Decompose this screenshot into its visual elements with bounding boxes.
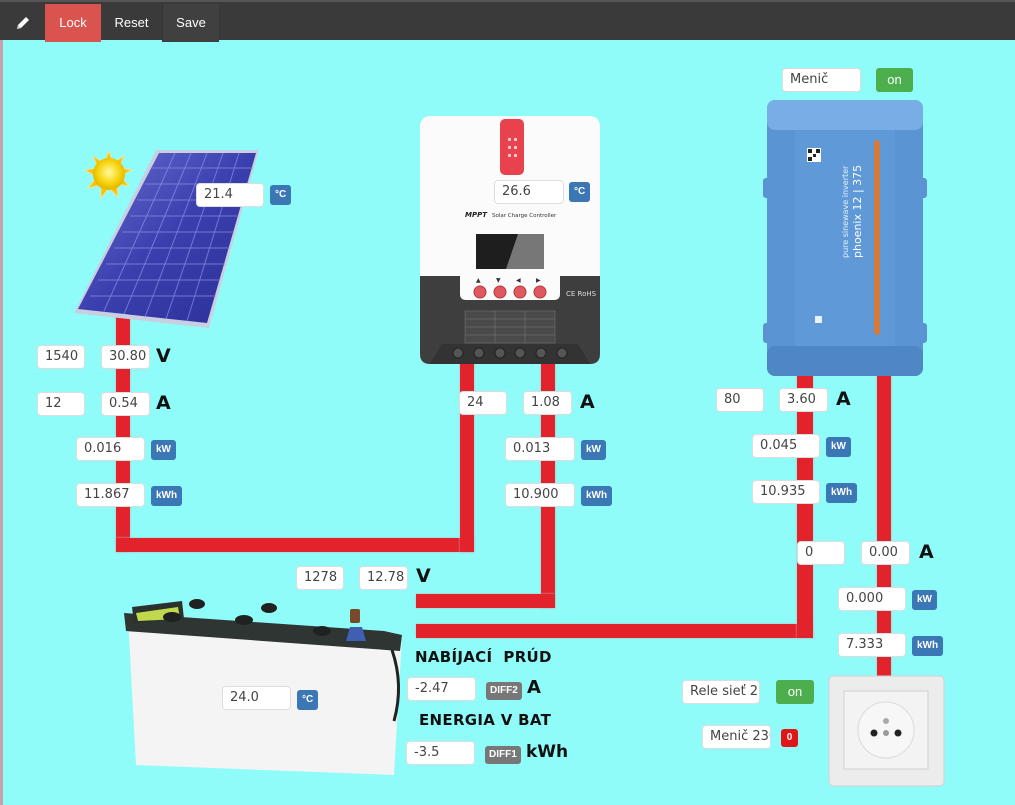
relay-name-field[interactable]: Rele sieť 230 [682, 680, 760, 704]
charge-current-field[interactable]: -2.47 [407, 677, 476, 701]
inverter230-status-badge: 0 [781, 729, 798, 747]
solar-power-unit: kW [151, 440, 176, 460]
output-current-unit: A [919, 541, 934, 563]
controller-energy-field[interactable]: 10.900 [505, 483, 575, 507]
battery-voltage-unit: V [416, 565, 431, 587]
output-current-field[interactable]: 0.00 [861, 541, 910, 565]
svg-text:▼: ▼ [496, 277, 501, 284]
battery-energy-heading: ENERGIA V BAT [419, 711, 552, 729]
inverter-image: pure sinewave inverter phoenix 12 | 375 [755, 98, 935, 378]
dashboard-canvas: 21.4 °C 1540 30.80 V 12 0.54 A 0.016 kW … [0, 40, 1015, 805]
solar-temperature-unit: °C [270, 185, 292, 205]
solar-current-unit: A [156, 392, 171, 414]
inverter-current-field[interactable]: 3.60 [779, 388, 828, 412]
solar-voltage-unit: V [156, 345, 171, 367]
solar-voltage-raw-field[interactable]: 1540 [37, 345, 85, 369]
pencil-icon [16, 17, 29, 29]
inverter-model-line2: phoenix 12 | 375 [851, 165, 864, 258]
solar-temperature-field[interactable]: 21.4 [196, 183, 264, 207]
inverter-power-field[interactable]: 0.045 [752, 434, 820, 458]
inverter-current-raw-field[interactable]: 80 [716, 388, 764, 412]
controller-temperature-unit: °C [569, 182, 591, 202]
inverter-name-field[interactable]: Menič [782, 68, 861, 92]
svg-text:▶: ▶ [536, 277, 541, 284]
solar-voltage-field[interactable]: 30.80 [101, 345, 150, 369]
controller-current-field[interactable]: 1.08 [523, 391, 572, 415]
controller-energy-unit: kWh [581, 486, 613, 506]
inverter230-name-field[interactable]: Menič 230 [702, 725, 771, 749]
output-power-unit: kW [912, 590, 937, 610]
inverter-toggle-button[interactable]: on [876, 68, 913, 92]
battery-voltage-raw-field[interactable]: 1278 [296, 566, 344, 590]
inverter-energy-unit: kWh [826, 483, 858, 503]
output-current-raw-field[interactable]: 0 [797, 541, 845, 565]
inverter-power-unit: kW [826, 437, 851, 457]
wall-socket-image [828, 675, 945, 787]
charge-current-heading: NABÍJACÍ PRÚD [415, 648, 552, 666]
battery-energy-diff-badge: DIFF1 [485, 746, 521, 764]
controller-current-raw-field[interactable]: 24 [459, 391, 507, 415]
battery-temperature-field[interactable]: 24.0 [222, 686, 291, 710]
charge-current-diff-badge: DIFF2 [486, 682, 522, 700]
reset-button[interactable]: Reset [101, 4, 163, 42]
controller-temperature-field[interactable]: 26.6 [494, 180, 564, 204]
solar-energy-unit: kWh [151, 486, 183, 506]
controller-power-unit: kW [581, 440, 606, 460]
solar-panel-image [74, 148, 264, 328]
solar-current-raw-field[interactable]: 12 [37, 392, 85, 416]
solar-current-field[interactable]: 0.54 [101, 392, 150, 416]
battery-temperature-unit: °C [297, 690, 319, 710]
controller-power-field[interactable]: 0.013 [505, 437, 575, 461]
svg-text:CE RoHS: CE RoHS [566, 290, 597, 298]
inverter-model-line1: pure sinewave inverter [841, 165, 850, 258]
battery-energy-field[interactable]: -3.5 [406, 741, 475, 765]
toolbar: Lock Reset Save [0, 0, 1015, 42]
svg-text:▲: ▲ [476, 277, 481, 284]
edit-button[interactable] [0, 4, 45, 42]
svg-text:◀: ◀ [516, 277, 521, 284]
controller-current-unit: A [580, 391, 595, 413]
output-energy-field[interactable]: 7.333 [838, 633, 906, 657]
left-edge [0, 40, 3, 805]
relay-toggle-button[interactable]: on [776, 680, 814, 704]
wire-battery-top [416, 594, 555, 608]
charge-current-unit: A [527, 677, 541, 698]
battery-energy-unit: kWh [526, 742, 569, 762]
save-button[interactable]: Save [163, 4, 219, 42]
controller-brand: MPPT [465, 211, 488, 219]
lock-button[interactable]: Lock [45, 4, 101, 42]
inverter-energy-field[interactable]: 10.935 [752, 480, 820, 504]
wire-battery-inverter [416, 624, 813, 638]
inverter-current-unit: A [836, 388, 851, 410]
wire-solar-horizontal [116, 538, 474, 552]
charge-controller-image: MPPT Solar Charge Controller ▲ ▼ ◀ ▶ CE RoH… [420, 116, 600, 364]
output-power-field[interactable]: 0.000 [838, 587, 906, 611]
solar-power-field[interactable]: 0.016 [76, 437, 145, 461]
battery-voltage-field[interactable]: 12.78 [359, 566, 408, 590]
output-energy-unit: kWh [912, 636, 944, 656]
controller-label: Solar Charge Controller [492, 213, 557, 219]
solar-energy-field[interactable]: 11.867 [76, 483, 145, 507]
